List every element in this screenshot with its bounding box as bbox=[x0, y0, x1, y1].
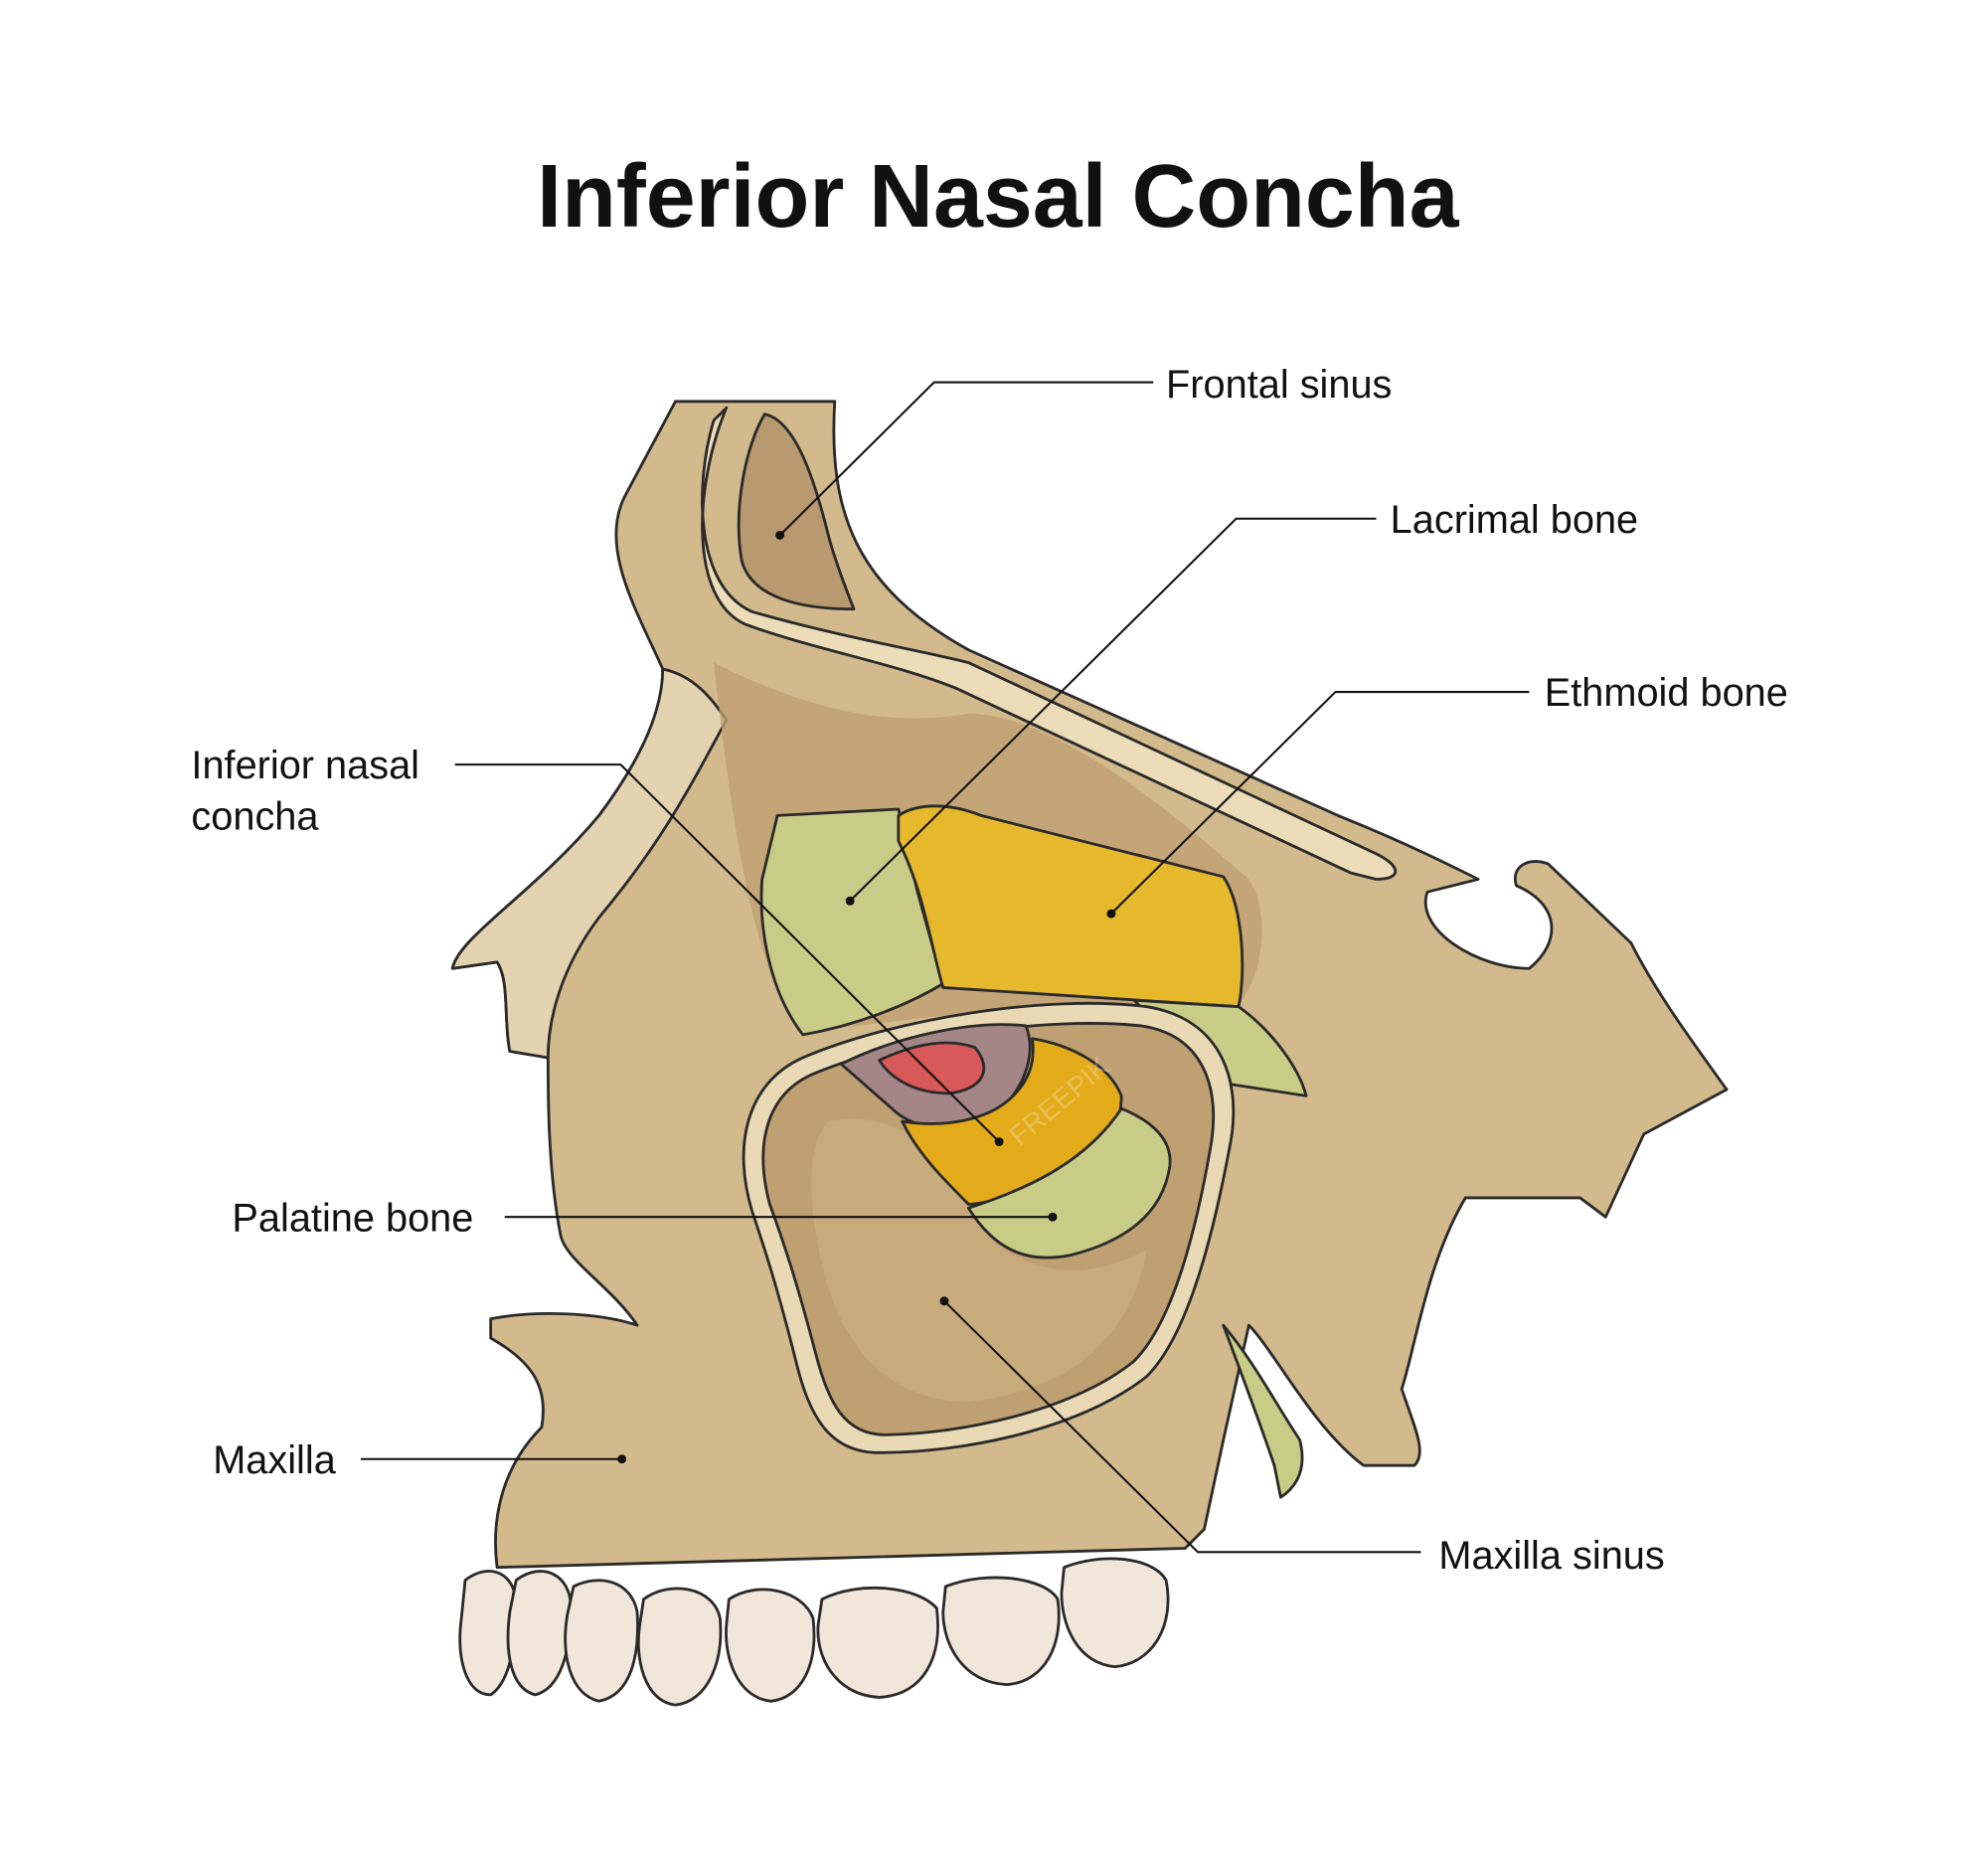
leader-ethmoid-bone bbox=[1110, 691, 1530, 915]
label-inferior-nasal-concha-2: concha bbox=[191, 795, 319, 839]
pointer-dot bbox=[994, 1137, 1004, 1147]
label-maxilla-sinus: Maxilla sinus bbox=[1438, 1534, 1664, 1578]
pointer-dot bbox=[1048, 1212, 1058, 1222]
pointer-dot bbox=[939, 1296, 949, 1306]
tooth bbox=[506, 1570, 573, 1697]
tooth bbox=[941, 1576, 1061, 1687]
tooth bbox=[1060, 1557, 1170, 1669]
label-lacrimal-bone: Lacrimal bone bbox=[1391, 498, 1638, 542]
leader-maxilla-sinus bbox=[943, 1300, 1421, 1554]
tooth bbox=[564, 1579, 639, 1703]
pointer-dot bbox=[775, 530, 785, 540]
frontal-bone-band bbox=[701, 406, 1397, 881]
leader-frontal-sinus bbox=[778, 381, 1154, 537]
teeth bbox=[458, 1557, 1170, 1707]
label-ethmoid-bone: Ethmoid bone bbox=[1545, 671, 1788, 715]
nasal-bone bbox=[450, 667, 729, 1060]
pterygoid-area bbox=[1222, 1323, 1304, 1499]
label-palatine-bone: Palatine bone bbox=[232, 1196, 473, 1240]
skull-illustration: FREEPIK bbox=[450, 400, 1729, 1707]
frontal-sinus bbox=[737, 413, 856, 611]
leader-lines bbox=[360, 381, 1530, 1554]
sinus-inner-shading bbox=[811, 1118, 1147, 1403]
tooth bbox=[458, 1570, 518, 1697]
pointer-dot bbox=[1106, 909, 1116, 919]
label-inferior-nasal-concha-1: Inferior nasal bbox=[191, 744, 419, 787]
label-maxilla: Maxilla bbox=[213, 1438, 337, 1482]
diagram-title: Inferior Nasal Concha bbox=[537, 147, 1459, 247]
ethmoid-bone bbox=[897, 804, 1244, 1009]
lacrimal-bone bbox=[759, 807, 945, 1037]
tooth bbox=[816, 1586, 939, 1699]
red-mucosa bbox=[878, 1041, 986, 1095]
leader-inferior-nasal-concha bbox=[454, 763, 1000, 1143]
label-frontal-sinus: Frontal sinus bbox=[1166, 363, 1392, 407]
palatine-bone bbox=[966, 1106, 1172, 1260]
pointer-dot bbox=[845, 896, 855, 906]
tooth bbox=[636, 1587, 723, 1707]
pointer-dot bbox=[617, 1454, 627, 1464]
leader-lacrimal-bone bbox=[849, 517, 1377, 903]
tooth bbox=[725, 1588, 816, 1703]
